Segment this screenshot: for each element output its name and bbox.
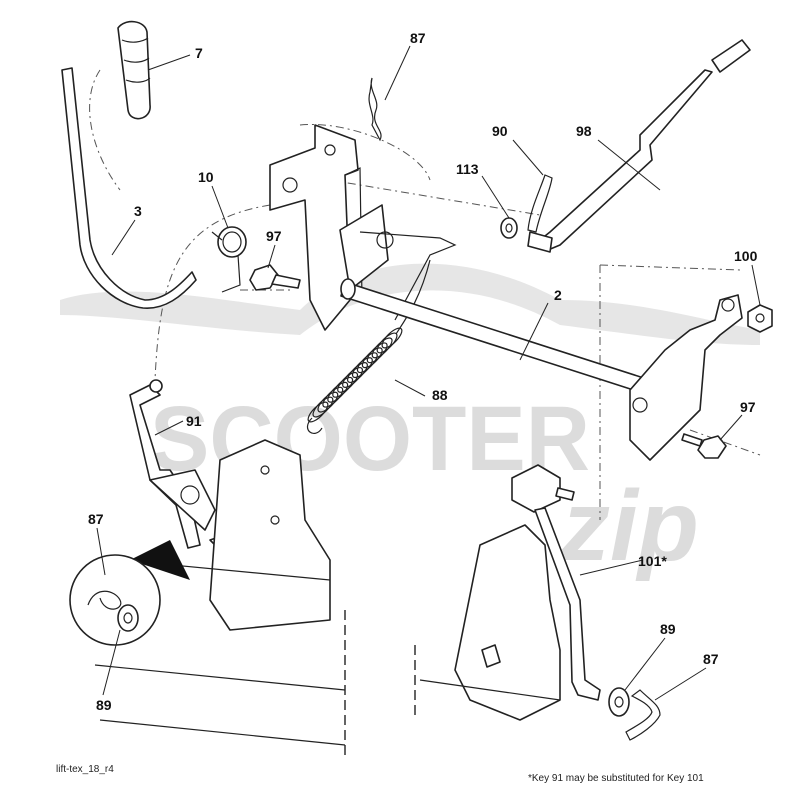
watermark-word-zip: zip <box>559 470 699 582</box>
part-3-lift-lever <box>61 67 197 309</box>
part-7-handle-grip <box>117 20 151 120</box>
spring-coil <box>351 357 373 379</box>
lift-arm-bracket-right <box>629 294 743 461</box>
part-101-lift-link-right <box>511 464 601 701</box>
bell-crank-center <box>339 204 457 321</box>
part-97-bolt-left <box>249 264 301 291</box>
callout-97-right: 97 <box>740 399 756 415</box>
callout-89-right: 89 <box>660 621 676 637</box>
spring-coil <box>342 367 363 388</box>
callout-7: 7 <box>195 45 203 61</box>
callout-100: 100 <box>734 248 758 264</box>
part-87-hairpin-top <box>368 77 382 142</box>
callout-2: 2 <box>554 287 562 303</box>
part-87-hairpin-right <box>625 689 661 741</box>
spring-coil <box>337 371 359 393</box>
part-10-torsion-spring <box>211 226 247 293</box>
callout-113: 113 <box>456 161 479 177</box>
callout-97-left: 97 <box>266 228 282 244</box>
part-97-bolt-right <box>681 433 727 459</box>
watermark-scooter-icon <box>60 263 760 345</box>
callout-87-top: 87 <box>410 30 426 46</box>
spring-coil <box>322 386 344 408</box>
callout-89-detail: 89 <box>96 697 112 713</box>
callout-98: 98 <box>576 123 592 139</box>
callout-101: 101* <box>638 553 667 569</box>
spring-coil <box>376 332 398 354</box>
deck-plate-left <box>209 439 331 631</box>
callout-91: 91 <box>186 413 202 429</box>
callout-87-detail: 87 <box>88 511 104 527</box>
callout-87-right: 87 <box>703 651 719 667</box>
footnote: *Key 91 may be substituted for Key 101 <box>528 773 704 784</box>
part-98-height-rod <box>527 39 751 253</box>
spring-coil <box>356 352 378 374</box>
spring-coil <box>361 347 383 369</box>
part-89-washer-right <box>608 687 630 717</box>
detail-inset <box>69 540 190 646</box>
leader-lines <box>96 45 761 701</box>
part-113-washer <box>500 217 518 239</box>
spring-coil <box>327 381 349 403</box>
spring-coil <box>371 337 393 359</box>
callouts: 7 87 90 98 113 10 3 97 2 100 88 91 97 87… <box>88 30 758 713</box>
part-90-clip <box>527 174 553 233</box>
callout-3: 3 <box>134 203 142 219</box>
deck-plate-right <box>454 524 561 721</box>
spring-coil <box>347 362 368 383</box>
spring-coil <box>381 327 403 349</box>
spring-coil <box>317 391 339 413</box>
center-lines <box>89 69 761 520</box>
callout-88: 88 <box>432 387 448 403</box>
part-100-nut <box>747 304 773 333</box>
drawing-id: lift-tex_18_r4 <box>56 764 114 775</box>
callout-90: 90 <box>492 123 508 139</box>
spring-coil <box>366 342 388 364</box>
spring-coil <box>332 376 354 398</box>
spring-coil <box>312 396 334 418</box>
callout-10: 10 <box>198 169 214 185</box>
